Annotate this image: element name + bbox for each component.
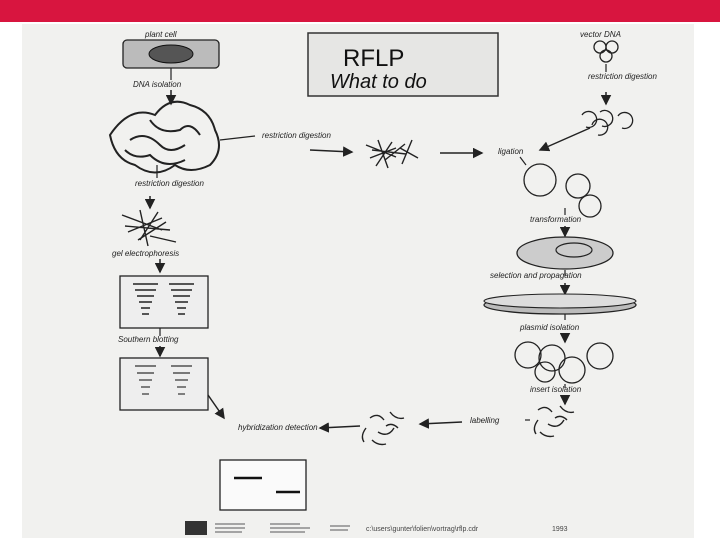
labelled-probes <box>361 411 405 446</box>
footer-year: 1993 <box>552 526 568 533</box>
label-insert-isolation: insert isolation <box>530 385 582 394</box>
linearized-vectors <box>581 109 634 136</box>
title-line1: RFLP <box>343 45 404 72</box>
isolated-plasmids <box>514 341 614 384</box>
label-ligation: ligation <box>498 147 524 156</box>
label-restriction-digestion-left: restriction digestion <box>135 179 204 188</box>
label-hybridization: hybridization detection <box>238 423 318 432</box>
top-accent-bar <box>0 0 720 22</box>
bacterial-cell <box>516 236 614 270</box>
label-plasmid-isolation: plasmid isolation <box>519 323 580 332</box>
label-transformation: transformation <box>530 215 582 224</box>
dna-inserts-right <box>533 405 575 438</box>
label-dna-isolation: DNA isolation <box>133 80 182 89</box>
recombinant-plasmids <box>523 163 602 218</box>
blot-membrane <box>119 357 209 411</box>
genomic-dna-tangle <box>108 100 220 174</box>
label-plant-cell: plant cell <box>144 30 177 39</box>
title-box <box>307 32 499 97</box>
label-restriction-digestion-top: restriction digestion <box>262 131 331 140</box>
dna-fragments-middle <box>365 139 419 169</box>
title-line2: What to do <box>330 71 427 93</box>
dna-fragments-left <box>121 209 177 247</box>
gel-bands <box>133 283 194 315</box>
nucleus-shape <box>148 44 194 64</box>
label-selection-propagation: selection and propagation <box>490 271 582 280</box>
label-gel-electrophoresis: gel electrophoresis <box>112 249 179 258</box>
label-southern-blotting: Southern blotting <box>118 335 179 344</box>
footer-strip: c:\users\gunter\folien\vortrag\rflp.cdr … <box>185 521 568 535</box>
label-restriction-digestion-right: restriction digestion <box>588 72 657 81</box>
blot-bands <box>135 365 192 395</box>
institution-logo <box>185 521 207 535</box>
detection-film <box>219 459 307 511</box>
label-labelling: labelling <box>470 416 500 425</box>
footer-path: c:\users\gunter\folien\vortrag\rflp.cdr <box>366 526 479 533</box>
vector-plasmids <box>593 40 619 63</box>
label-vector-dna: vector DNA <box>580 30 621 39</box>
